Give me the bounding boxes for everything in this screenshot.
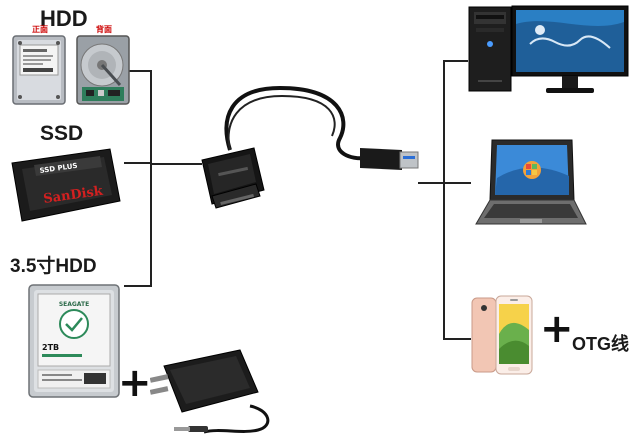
- desktop-tower-image: [468, 6, 512, 92]
- hdd35-brand-text: SEAGATE: [59, 301, 89, 308]
- power-adapter-image: [150, 349, 270, 434]
- sata-usb-adapter-image: [201, 85, 419, 209]
- hdd35-capacity-text: 2TB: [42, 343, 59, 352]
- hdd35-image: SEAGATE 2TB: [28, 284, 120, 398]
- ssd-image: SSD PLUS SanDisk: [11, 148, 121, 222]
- connector-right-vertical: [443, 60, 445, 340]
- hdd-label: HDD: [40, 6, 88, 31]
- hdd-front-label: 正面: [32, 25, 48, 34]
- connector-hdd35: [124, 285, 152, 287]
- hdd-back-image: [76, 35, 130, 105]
- connector-left-vertical: [150, 70, 152, 286]
- power-plus-sign: +: [118, 360, 152, 406]
- connector-desktop: [443, 60, 468, 62]
- otg-plus-sign: +: [540, 306, 574, 352]
- laptop-image: [475, 139, 587, 225]
- connector-laptop: [443, 182, 471, 184]
- hdd-front-image: [12, 35, 66, 105]
- connector-ssd: [124, 162, 152, 164]
- connector-phone: [443, 338, 471, 340]
- connector-hdd: [128, 70, 152, 72]
- ssd-label: SSD: [40, 122, 84, 145]
- hdd35-label: 3.5寸HDD: [10, 256, 97, 277]
- desktop-monitor-image: [511, 5, 629, 93]
- otg-label: OTG线: [572, 334, 629, 354]
- connector-to-adapter: [150, 163, 202, 165]
- phone-image: [471, 295, 533, 375]
- connector-from-usb: [418, 182, 445, 184]
- hdd-back-label: 背面: [96, 25, 112, 34]
